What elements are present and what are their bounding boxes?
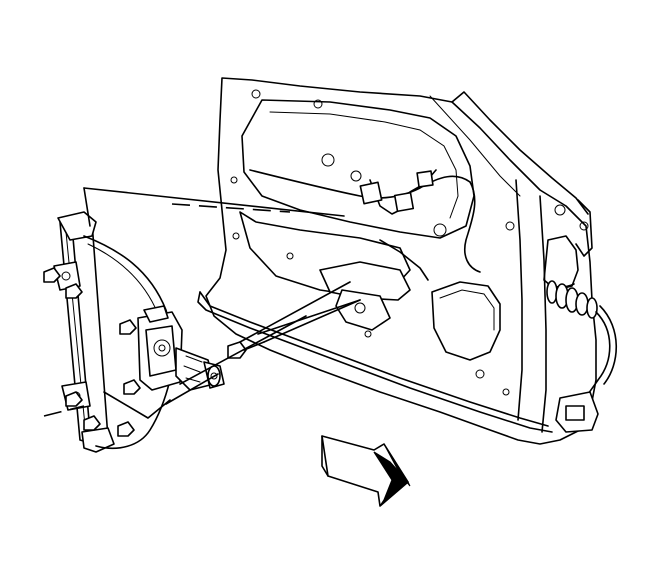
regulator-bolts bbox=[43, 267, 141, 437]
wiring-harness bbox=[249, 169, 481, 281]
door-inner-panel bbox=[197, 77, 597, 445]
loose-bolt bbox=[227, 341, 265, 359]
window-motor bbox=[175, 347, 225, 391]
corrugated-grommet bbox=[546, 280, 598, 319]
alignment-lines bbox=[43, 187, 361, 419]
front-direction-arrow bbox=[321, 435, 411, 507]
door-wiring-boot bbox=[543, 199, 618, 433]
door-bracket bbox=[319, 261, 411, 331]
window-regulator-assembly bbox=[43, 211, 225, 453]
